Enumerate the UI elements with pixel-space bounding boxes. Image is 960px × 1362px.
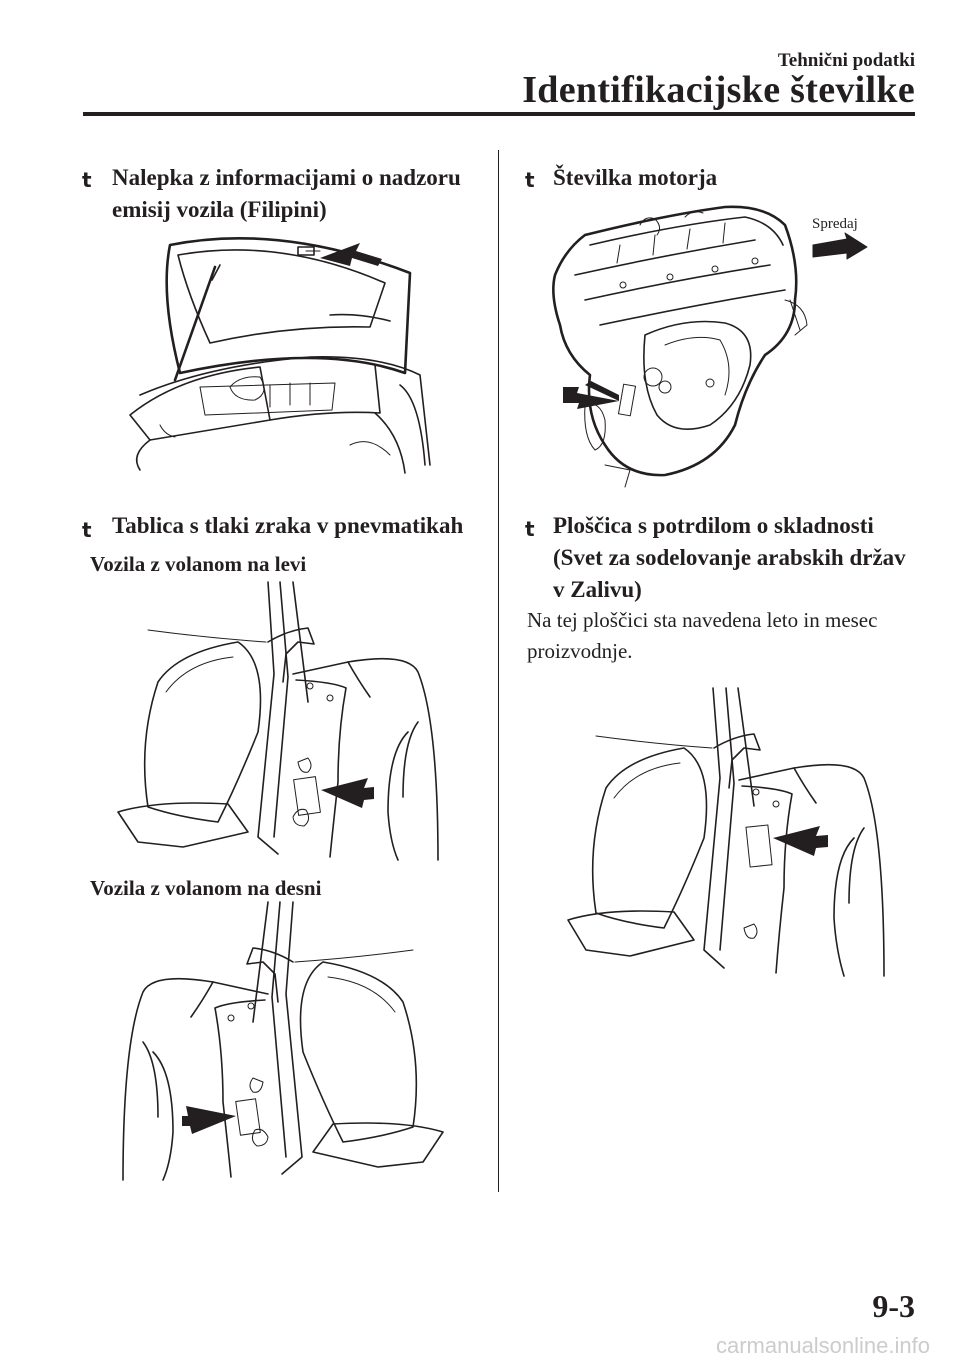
- bullet-marker: t: [525, 517, 535, 541]
- engine-illustration: [552, 205, 868, 488]
- body-line: proizvodnje.: [527, 639, 633, 663]
- heading-line: (Svet za sodelovanje arabskih držav: [553, 545, 906, 570]
- heading-line: Nalepka z informacijami o nadzoru: [112, 165, 461, 190]
- conformity-plate-door-illustration: [567, 687, 885, 977]
- section-title: Tehnični podatki: [777, 50, 915, 71]
- hood-open-illustration: [129, 236, 431, 474]
- front-direction-label: Spredaj: [812, 216, 858, 232]
- heading-line: emisij vozila (Filipini): [112, 197, 327, 222]
- column-divider: [498, 150, 499, 1192]
- conformity-plate-description: Na tej ploščici sta navedena leto in mes…: [527, 605, 877, 667]
- bullet-marker: t: [82, 518, 92, 542]
- page-title: Identifikacijske številke: [522, 69, 915, 111]
- rhd-subheading: Vozila z volanom na desni: [90, 876, 322, 900]
- body-line: Na tej ploščici sta navedena leto in mes…: [527, 608, 878, 632]
- page-number: 9-3: [872, 1288, 915, 1324]
- bullet-marker: t: [82, 168, 92, 192]
- tire-pressure-heading: Tablica s tlaki zraka v pnevmatikah: [112, 513, 464, 538]
- emission-label-heading: Nalepka z informacijami o nadzoru emisij…: [112, 162, 461, 226]
- heading-line: v Zalivu): [553, 577, 642, 602]
- bullet-marker: t: [525, 168, 535, 192]
- rhd-door-pillar-illustration: [122, 901, 444, 1181]
- watermark: carmanualsonline.info: [715, 1333, 930, 1358]
- header-rule: [83, 112, 915, 116]
- lhd-subheading: Vozila z volanom na levi: [90, 552, 307, 576]
- lhd-door-pillar-illustration: [117, 581, 439, 861]
- engine-number-heading: Številka motorja: [553, 165, 718, 190]
- heading-line: Ploščica s potrdilom o skladnosti: [553, 513, 874, 538]
- conformity-plate-heading: Ploščica s potrdilom o skladnosti (Svet …: [553, 510, 906, 606]
